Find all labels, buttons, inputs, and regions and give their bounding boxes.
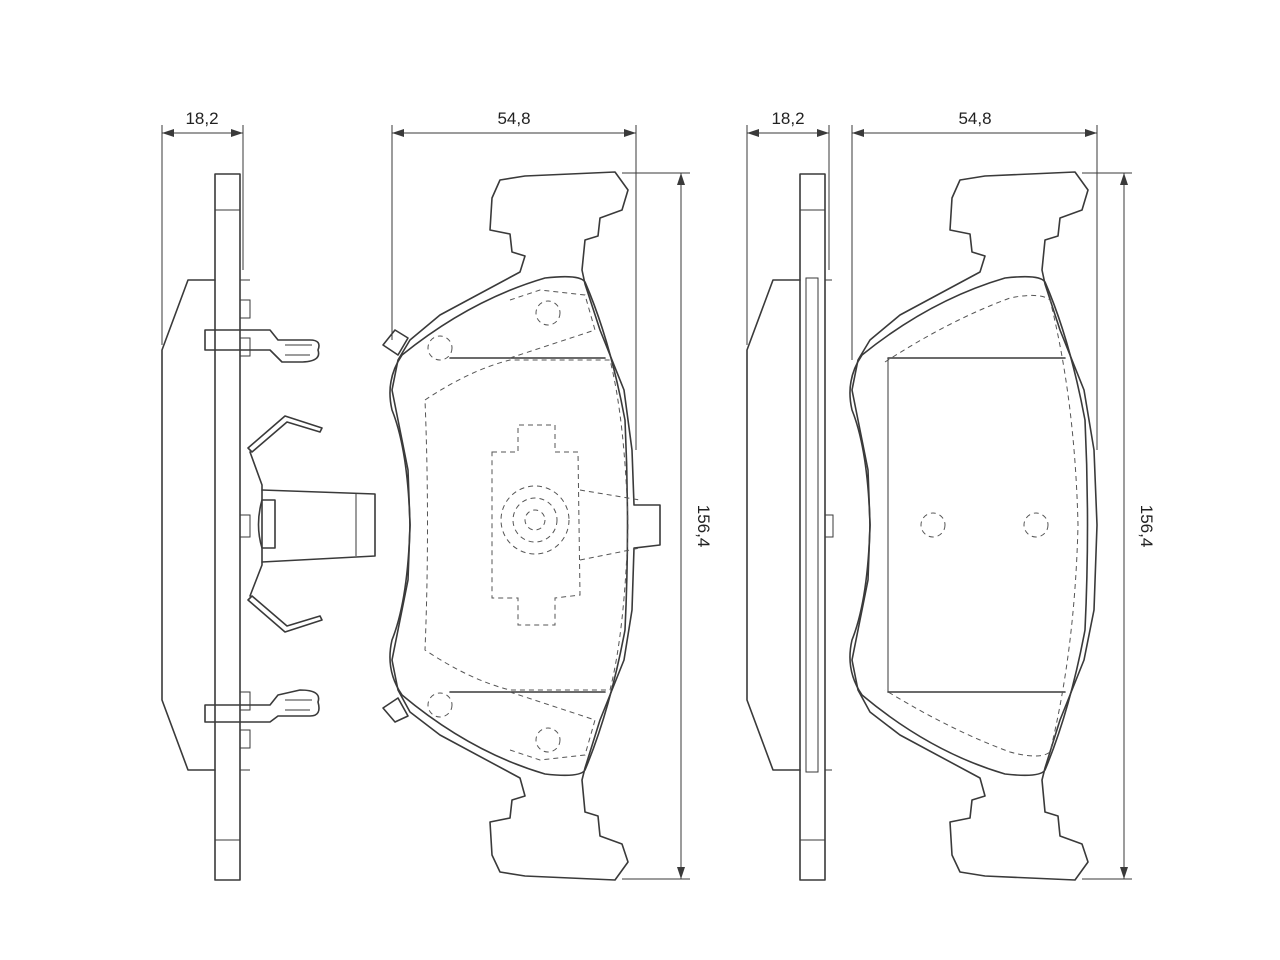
dimension-label: 54,8 <box>497 109 530 128</box>
dimension-right-side-width: 18,2 <box>746 109 830 345</box>
dimension-label: 18,2 <box>771 109 804 128</box>
dimension-right-face-height: 156,4 <box>1082 172 1156 880</box>
dimension-label: 156,4 <box>1137 505 1156 548</box>
dimension-left-face-width: 54,8 <box>391 109 637 450</box>
dimension-label: 54,8 <box>958 109 991 128</box>
dimension-label: 156,4 <box>694 505 713 548</box>
dimension-label: 18,2 <box>185 109 218 128</box>
right-pad-side-view <box>746 173 834 881</box>
dimension-left-face-height: 156,4 <box>622 172 713 880</box>
right-pad-front-view <box>849 171 1098 881</box>
dimension-right-face-width: 54,8 <box>851 109 1098 450</box>
left-pad-front-view <box>382 171 661 881</box>
left-pad-side-view <box>161 173 376 881</box>
dimension-left-side-width: 18,2 <box>161 109 244 345</box>
